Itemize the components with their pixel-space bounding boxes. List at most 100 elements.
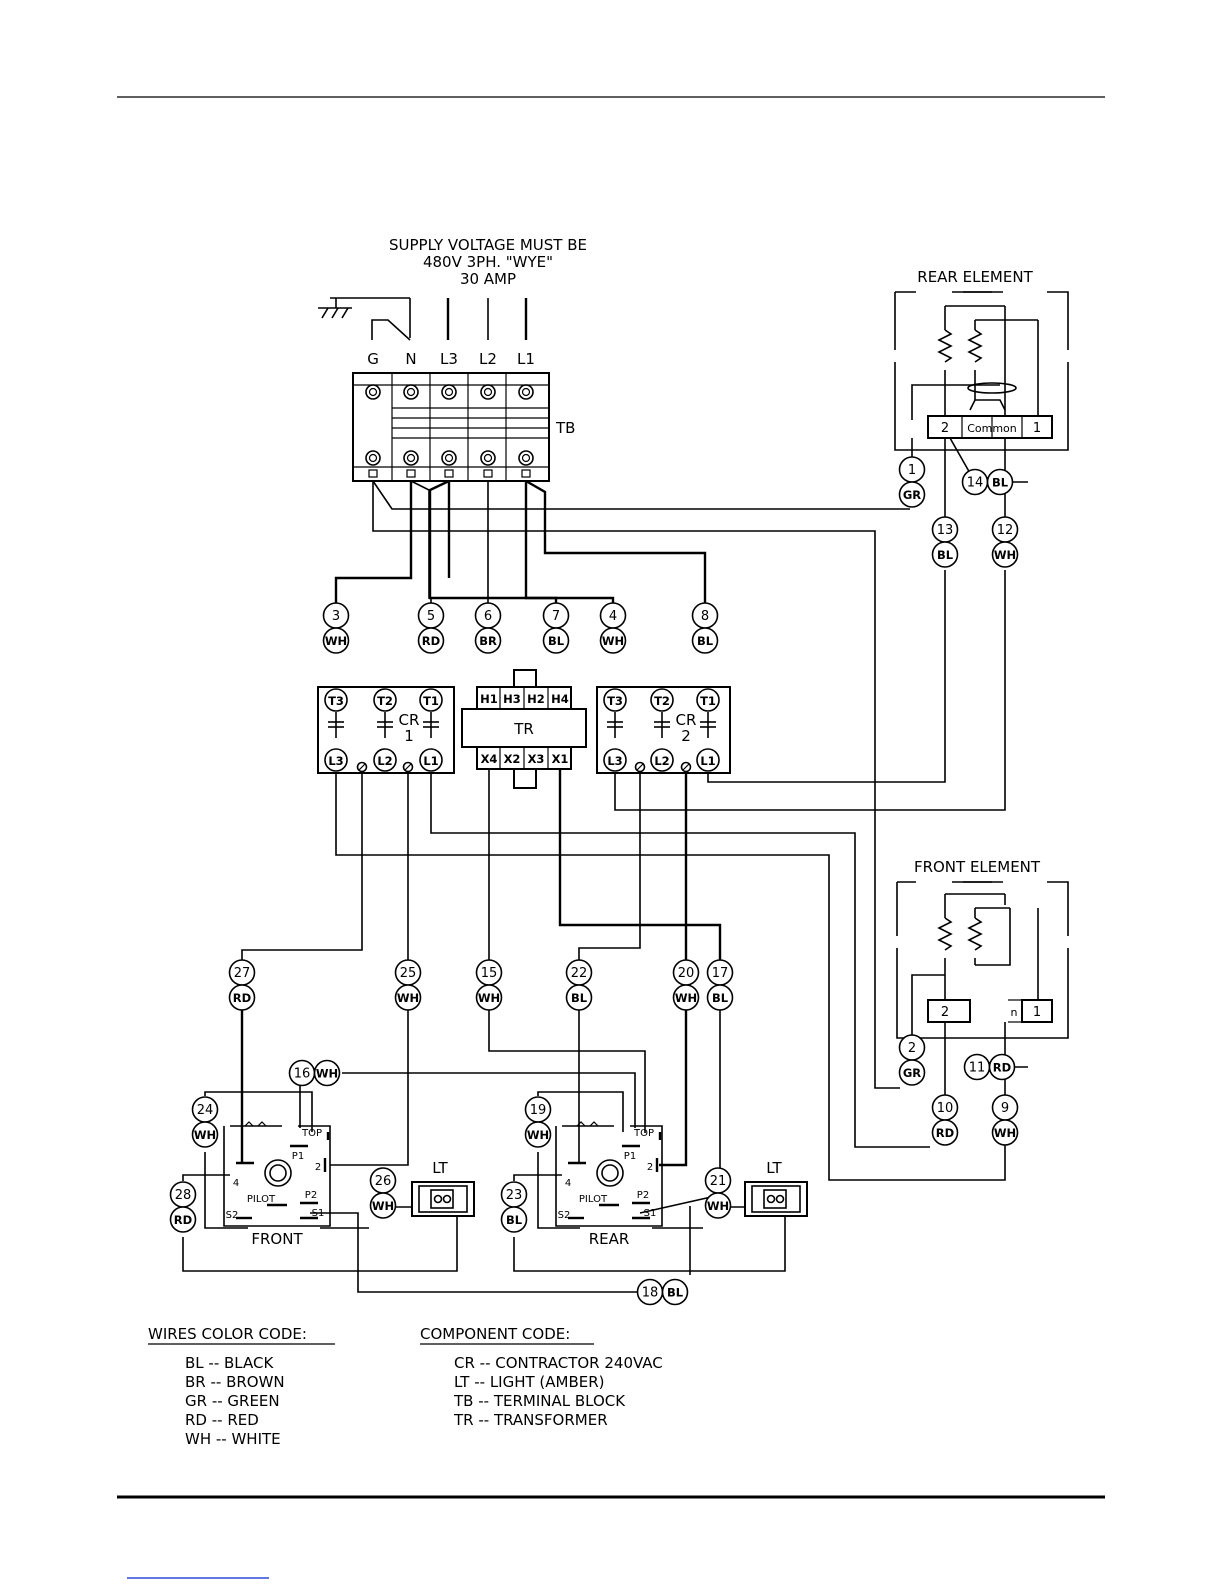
cr2-l3: L3 xyxy=(607,754,622,768)
rear-switch-top: TOP xyxy=(633,1128,654,1139)
wire-color-code: WH xyxy=(372,1199,394,1213)
wire-number: 15 xyxy=(481,966,498,981)
wire-color-code: BL xyxy=(571,991,588,1005)
supply-note-line-2: 480V 3PH. "WYE" xyxy=(423,253,553,271)
front-switch-s2: S2 xyxy=(226,1210,239,1221)
wire-color-code: RD xyxy=(422,634,440,648)
cr2-t2: T2 xyxy=(654,694,670,708)
wire-number: 9 xyxy=(1001,1101,1009,1116)
front-terminal-common-partial: n xyxy=(1011,1006,1018,1019)
wire-color-code: WH xyxy=(994,1126,1016,1140)
front-switch-top: TOP xyxy=(301,1128,322,1139)
wire-tag-5: 5RD xyxy=(417,602,445,654)
wire-number: 21 xyxy=(710,1174,727,1189)
wire-color-code: BL xyxy=(712,991,729,1005)
tr-h3: H3 xyxy=(503,692,521,706)
transformer: H1 H3 H2 H4 TR X4 X2 X3 X1 xyxy=(461,669,587,789)
legend: WIRES COLOR CODE: BL -- BLACK BR -- BROW… xyxy=(148,1325,663,1448)
wire-number: 7 xyxy=(552,609,560,624)
wire-number: 26 xyxy=(375,1174,392,1189)
cr2-index: 2 xyxy=(681,727,691,745)
supply-note-line-3: 30 AMP xyxy=(460,270,516,288)
front-switch-pilot: PILOT xyxy=(247,1194,276,1205)
cr2-l1: L1 xyxy=(700,754,715,768)
wire-code-bl: BL -- BLACK xyxy=(185,1354,274,1372)
wire-color-code: WH xyxy=(527,1128,549,1142)
front-switch-2: 2 xyxy=(315,1162,321,1173)
tb-terminal-g: G xyxy=(367,350,379,368)
wire-number: 11 xyxy=(969,1061,986,1076)
wire-number: 23 xyxy=(506,1188,523,1203)
transformer-label: TR xyxy=(513,720,534,738)
wire-number: 27 xyxy=(234,966,251,981)
tr-h2: H2 xyxy=(527,692,545,706)
cr2-l2: L2 xyxy=(654,754,669,768)
contactor-2: T3 T2 T1 L3 L2 L1 CR 2 xyxy=(596,686,731,774)
wire-color-code: BL xyxy=(937,548,954,562)
wire-number: 1 xyxy=(908,463,916,478)
rear-switch-p1: P1 xyxy=(624,1151,636,1162)
front-element: FRONT ELEMENT 2 n 1 xyxy=(896,858,1069,1110)
front-switch-p1: P1 xyxy=(292,1151,304,1162)
wire-number: 22 xyxy=(571,966,588,981)
cr1-t3: T3 xyxy=(328,694,344,708)
wire-number: 6 xyxy=(484,609,492,624)
cr2-name: CR xyxy=(676,711,697,729)
terminal-block-label: TB xyxy=(555,419,575,437)
tr-x1: X1 xyxy=(552,752,569,766)
rear-light-label: LT xyxy=(766,1159,782,1177)
cr1-index: 1 xyxy=(404,727,414,745)
wire-color-code: RD xyxy=(233,991,251,1005)
cr2-t1: T1 xyxy=(700,694,716,708)
tb-terminal-n: N xyxy=(405,350,416,368)
wire-number: 19 xyxy=(530,1103,547,1118)
component-code-lt: LT -- LIGHT (AMBER) xyxy=(454,1373,605,1391)
front-switch-name: FRONT xyxy=(251,1230,303,1248)
wire-color-code: BR xyxy=(479,634,497,648)
wire-code-gr: GR -- GREEN xyxy=(185,1392,280,1410)
wire-color-code: WH xyxy=(316,1067,338,1081)
component-code-cr: CR -- CONTRACTOR 240VAC xyxy=(454,1354,663,1372)
wire-tag-1: 1GR xyxy=(898,456,926,508)
tr-x3: X3 xyxy=(528,752,545,766)
wire-color-code: WH xyxy=(478,991,500,1005)
cr1-l1: L1 xyxy=(423,754,438,768)
wire-color-code: BL xyxy=(667,1286,684,1300)
terminal-block: G N L3 L2 L1 TB xyxy=(352,350,575,482)
rear-terminal-common: Common xyxy=(967,422,1017,435)
wire-number: 5 xyxy=(427,609,435,624)
tb-terminal-l2: L2 xyxy=(479,350,497,368)
front-terminal-1: 1 xyxy=(1033,1005,1041,1020)
light-front: LT xyxy=(411,1159,475,1217)
cr2-t3: T3 xyxy=(607,694,623,708)
rear-switch-4: 4 xyxy=(565,1178,571,1189)
light-rear: LT xyxy=(744,1159,808,1217)
wire-number: 2 xyxy=(908,1041,916,1056)
wire-color-code: WH xyxy=(602,634,624,648)
wire-number: 12 xyxy=(997,523,1014,538)
control-wiring xyxy=(182,769,786,1293)
tr-h4: H4 xyxy=(551,692,569,706)
front-element-title: FRONT ELEMENT xyxy=(914,858,1041,876)
front-terminal-2: 2 xyxy=(941,1005,949,1020)
rear-switch-2: 2 xyxy=(647,1162,653,1173)
rear-switch-pilot: PILOT xyxy=(579,1194,608,1205)
rear-switch-name: REAR xyxy=(589,1230,630,1248)
front-switch-p2: P2 xyxy=(305,1190,317,1201)
component-code-title: COMPONENT CODE: xyxy=(420,1325,570,1343)
rear-switch-s2: S2 xyxy=(558,1210,571,1221)
wire-number: 8 xyxy=(701,609,709,624)
